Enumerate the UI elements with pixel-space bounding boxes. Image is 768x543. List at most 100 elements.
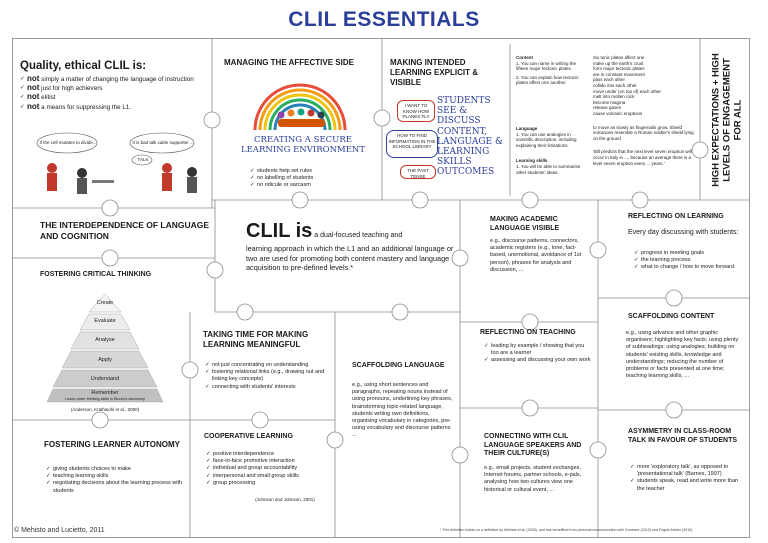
clil-is-big: CLIL is: [246, 220, 313, 242]
reflect-learning-item: progress in meeting goals: [634, 250, 744, 257]
affective-art-title: CREATING A SECURE LEARNING ENVIRONMENT: [240, 135, 366, 155]
affective-item: no labelling of students: [250, 175, 380, 182]
rainbow-people-illustration: [253, 83, 347, 131]
reflect-learning-item: what to change / how to move forward.: [634, 264, 744, 271]
content-label: Content: [516, 55, 533, 60]
content-1: 1. You can name in writing the fifteen m…: [516, 60, 577, 72]
example-line: pass each other: [593, 77, 626, 83]
autonomy-item: teaching learning skills: [46, 473, 184, 480]
example-quote: 'Bill predicts that the next level seven…: [593, 149, 692, 166]
autonomy-heading: FOSTERING LEARNER AUTONOMY: [44, 440, 181, 449]
clil-is-lead: a dual-focused teaching and: [312, 232, 403, 239]
reflect-learning-heading: REFLECTING ON LEARNING: [628, 213, 724, 220]
time-item: not just concentrating on understanding: [205, 362, 333, 369]
content-column: Content 1. You can name in writing the f…: [516, 55, 586, 175]
footnote: * This definition builds on a definition…: [440, 528, 694, 532]
reflect-learning-intro: Every day discussing with students:: [628, 229, 739, 236]
scaff-content-body: e.g., using advance and other graphic or…: [626, 330, 739, 380]
example-line: form major tectonic plates: [593, 66, 645, 72]
example-line: release gases: [593, 105, 622, 111]
connecting-body: e.g., email projects, student exchanges,…: [484, 465, 582, 493]
bloom-remember: Remember: [91, 390, 119, 396]
side-banner: HIGH EXPECTATIONS + HIGH LEVELS OF ENGAG…: [710, 53, 744, 187]
cooperative-item: face-to-face promotive interaction: [206, 458, 332, 465]
time-list: not just concentrating on understanding …: [205, 362, 333, 391]
cooperative-heading: COOPERATIVE LEARNING: [204, 433, 293, 440]
scaff-content-heading: SCAFFOLDING CONTENT: [628, 313, 715, 320]
quality-heading: Quality, ethical CLIL is:: [20, 60, 147, 72]
cooperative-item: interpersonal and small group skills: [206, 473, 332, 480]
academic-body: e.g., discourse patterns, connectors, ac…: [490, 238, 582, 273]
example-line: make up the earth's crust: [593, 60, 644, 66]
scaff-lang-heading: SCAFFOLDING LANGUAGE: [352, 362, 445, 369]
quality-item: not elitist: [20, 93, 210, 102]
autonomy-item: giving students choices to make: [46, 466, 184, 473]
critical-heading: Fostering critical thinking: [40, 271, 152, 278]
example-line: move under (on top of) each other: [593, 88, 662, 94]
bloom-create: Create: [96, 300, 114, 306]
quality-item: not simply a matter of changing the lang…: [20, 74, 210, 84]
example-line: collide into each other: [593, 82, 637, 88]
asymmetry-heading: ASYMMETRY IN CLASS-ROOM TALK IN FAVOUR O…: [628, 428, 738, 444]
bloom-evaluate: Evaluate: [94, 318, 116, 324]
cooperative-item: individual and group accountability: [206, 465, 332, 472]
copyright: © Mehisto and Lucietto, 2011: [14, 527, 105, 534]
cooperative-list: positive interdependence face-to-face pr…: [206, 451, 332, 487]
academic-heading: MAKING ACADEMIC LANGUAGE VISIBLE: [490, 216, 560, 232]
note-planes: I WANT TO KNOW HOW PLANES FLY: [397, 100, 435, 122]
scaff-lang-body: e.g., using short sentences and paragrap…: [352, 382, 453, 439]
quality-item: not just for high achievers: [20, 84, 210, 93]
example-line: Six tonic plates affect one: [593, 55, 645, 60]
quality-item: not a means for suppressing the L1.: [20, 102, 210, 112]
bloom-apply: Apply: [98, 357, 112, 363]
reflect-learning-list: progress in meeting goals the learning p…: [634, 250, 744, 272]
reflect-learning-item: the learning process: [634, 257, 744, 264]
affective-list: students help set rules no labelling of …: [250, 168, 380, 190]
reflect-teaching-heading: REFLECTING ON TEACHING: [480, 329, 576, 336]
asymmetry-list: more 'exploratory talk', as opposed to '…: [630, 464, 746, 493]
skills-1: 1. You will be able to summarise other s…: [516, 163, 581, 175]
example-line: cause volcanic eruptions: [593, 110, 643, 116]
cooperative-item: positive interdependence: [206, 451, 332, 458]
bloom-pyramid: [46, 293, 164, 403]
quality-section: Quality, ethical CLIL is: not simply a m…: [20, 60, 210, 112]
clil-is-rest: learning approach in which the L1 and an…: [246, 244, 454, 272]
poster-title: CLIL ESSENTIALS: [288, 8, 480, 31]
example-line: melt into molten rock: [593, 94, 635, 100]
cooperative-citation: (Johnson and Johnson, 2001): [255, 497, 315, 502]
cooperative-item: group processing: [206, 480, 332, 487]
example-line: are in constant movement: [593, 71, 645, 77]
affective-item: no ridicule or sarcasm: [250, 182, 380, 189]
skills-label: Learning skills: [516, 158, 548, 164]
note-library: HOW TO FIND INFORMATION IN THE SCHOOL LI…: [386, 130, 438, 158]
time-item: fostering relational links (e.g., drawin…: [205, 369, 333, 383]
poster-frame: [12, 38, 750, 538]
bubble-left: If the cell mutates to divide...: [39, 140, 97, 145]
language-1: 1. You can use analogies in scientific d…: [516, 131, 577, 148]
reflect-teaching-item: leading by example / showing that you to…: [484, 343, 592, 357]
reflect-teaching-item: assessing and discussing your own work: [484, 357, 592, 364]
bloom-citation: (Anderson, Krathwohl et al., 2000): [70, 407, 140, 412]
intended-big-text: STUDENTS SEE & DISCUSS CONTENT, LANGUAGE…: [437, 96, 503, 178]
example-column: Six tonic plates affect one make up the …: [593, 55, 697, 166]
time-heading: TAKING TIME FOR MAKING LEARNING MEANINGF…: [203, 330, 309, 349]
language-label: Language: [516, 125, 538, 131]
autonomy-list: giving students choices to make teaching…: [46, 466, 184, 495]
bloom-understand: Understand: [90, 376, 120, 382]
example-line: become magma: [593, 99, 626, 105]
reflect-teaching-list: leading by example / showing that you to…: [484, 343, 592, 365]
bubble-small: TALK: [137, 157, 149, 162]
quality-list: not simply a matter of changing the lang…: [20, 74, 210, 112]
affective-item: students help set rules: [250, 168, 380, 175]
classroom-illustration: [36, 132, 197, 194]
connecting-heading: CONNECTING WITH CLIL LANGUAGE SPEAKERS A…: [484, 433, 582, 457]
affective-heading: MANAGING THE AFFECTIVE SIDE: [224, 58, 354, 67]
asymmetry-item: more 'exploratory talk', as opposed to '…: [630, 464, 746, 478]
content-2: 2. You can explain how tectonic plates a…: [516, 74, 579, 86]
bloom-subcaption: Lower-order thinking skills in Bloom's t…: [65, 397, 145, 401]
clil-definition: CLIL is a dual-focused teaching and lear…: [246, 220, 456, 273]
example-analogy: to move as slowly as fingernails grow. S…: [593, 124, 694, 141]
note-past-tense: THE PAST TENSE: [400, 165, 436, 179]
